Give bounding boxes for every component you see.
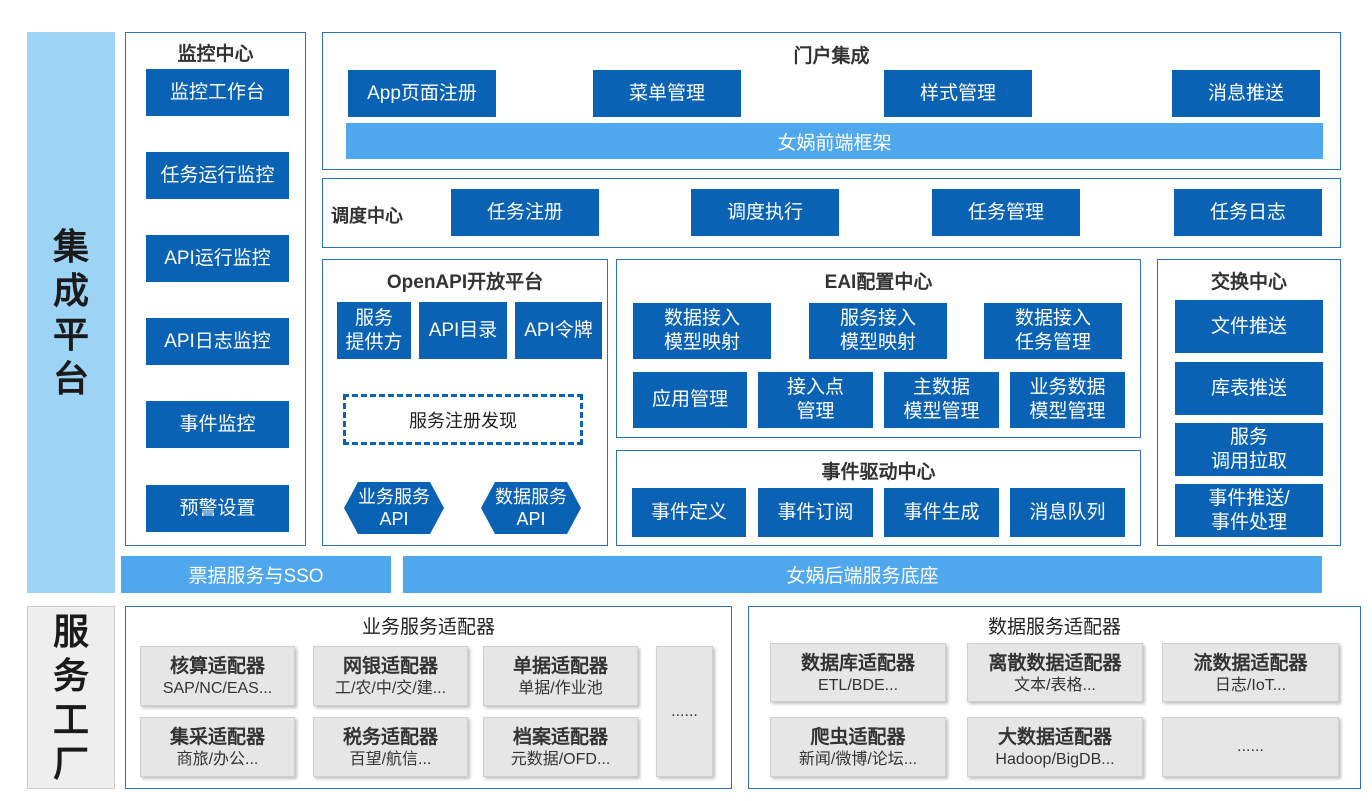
schedule-title: 调度中心 — [331, 206, 403, 226]
adapter-name: 网银适配器 — [342, 656, 438, 677]
monitor-item[interactable]: API运行监控 — [146, 235, 289, 282]
schedule-item[interactable]: 任务日志 — [1174, 189, 1322, 236]
adapter-name: 核算适配器 — [169, 656, 265, 677]
adapter-sub: 元数据/OFD... — [510, 751, 611, 768]
adapter-card[interactable]: 税务适配器 百望/航信... — [313, 717, 468, 777]
backend-base-bar: 女娲后端服务底座 — [403, 556, 1322, 593]
adapter-sub: 日志/IoT... — [1214, 677, 1287, 694]
monitor-center-title: 监控中心 — [177, 44, 254, 65]
business-service-api[interactable]: 业务服务 API — [344, 482, 444, 534]
adapter-sub: Hadoop/BigDB... — [995, 751, 1115, 768]
eai-item[interactable]: 数据接入 模型映射 — [633, 303, 771, 359]
adapter-name: 大数据适配器 — [997, 727, 1112, 748]
event-item[interactable]: 事件订阅 — [758, 488, 873, 537]
event-item[interactable]: 消息队列 — [1010, 488, 1125, 537]
monitor-item[interactable]: 预警设置 — [146, 485, 289, 532]
adapter-sub: 商旅/办公... — [176, 751, 259, 768]
eai-item[interactable]: 接入点 管理 — [758, 372, 873, 428]
portal-item[interactable]: App页面注册 — [348, 70, 496, 117]
exchange-title: 交换中心 — [1210, 272, 1287, 293]
business-adapters: 业务服务适配器 核算适配器 SAP/NC/EAS... 网银适配器 工/农/中/… — [125, 606, 732, 789]
adapter-sub: 新闻/微博/论坛... — [798, 751, 918, 768]
adapter-name: 爬虫适配器 — [810, 727, 906, 748]
adapter-name: 税务适配器 — [342, 727, 438, 748]
portal-item[interactable]: 样式管理 — [884, 70, 1032, 117]
exchange-item[interactable]: 服务 调用拉取 — [1175, 423, 1323, 476]
portal-item[interactable]: 消息推送 — [1172, 70, 1320, 117]
service-factory-text: 服务工厂 — [52, 610, 89, 784]
exchange-item[interactable]: 文件推送 — [1175, 300, 1323, 353]
eai-item[interactable]: 主数据 模型管理 — [884, 372, 999, 428]
portal-integration: 门户集成 App页面注册 菜单管理 样式管理 消息推送 女娲前端框架 — [322, 32, 1341, 170]
adapter-card[interactable]: 大数据适配器 Hadoop/BigDB... — [967, 717, 1143, 777]
integration-platform-label: 集成平台 — [27, 32, 115, 593]
monitor-item[interactable]: 事件监控 — [146, 401, 289, 448]
service-factory-label: 服务工厂 — [27, 606, 115, 789]
eai-item[interactable]: 服务接入 模型映射 — [809, 303, 947, 359]
exchange-item[interactable]: 库表推送 — [1175, 362, 1323, 415]
adapter-sub: SAP/NC/EAS... — [162, 680, 273, 697]
openapi-item[interactable]: API目录 — [419, 302, 507, 359]
schedule-item[interactable]: 任务管理 — [932, 189, 1080, 236]
adapter-name: 数据库适配器 — [800, 653, 915, 674]
service-registry-discovery[interactable]: 服务注册发现 — [343, 394, 583, 445]
portal-title: 门户集成 — [793, 46, 870, 67]
adapter-card[interactable]: 集采适配器 商旅/办公... — [140, 717, 295, 777]
adapter-card[interactable]: 核算适配器 SAP/NC/EAS... — [140, 646, 295, 706]
adapter-card[interactable]: 档案适配器 元数据/OFD... — [483, 717, 638, 777]
adapter-name: 单据适配器 — [512, 656, 608, 677]
openapi-platform: OpenAPI开放平台 服务 提供方 API目录 API令牌 服务注册发现 业务… — [322, 259, 608, 546]
adapter-sub: 百望/航信... — [349, 751, 432, 768]
schedule-item[interactable]: 调度执行 — [691, 189, 839, 236]
openapi-item[interactable]: 服务 提供方 — [337, 302, 411, 359]
data-adapters: 数据服务适配器 数据库适配器 ETL/BDE... 离散数据适配器 文本/表格.… — [748, 606, 1361, 789]
event-title: 事件驱动中心 — [821, 462, 936, 483]
exchange-item[interactable]: 事件推送/ 事件处理 — [1175, 484, 1323, 537]
adapter-sub: 单据/作业池 — [518, 680, 603, 697]
monitor-item[interactable]: 任务运行监控 — [146, 152, 289, 199]
adapter-card[interactable]: 爬虫适配器 新闻/微博/论坛... — [770, 717, 946, 777]
adapter-card[interactable]: 数据库适配器 ETL/BDE... — [770, 643, 946, 702]
event-driven-center: 事件驱动中心 事件定义 事件订阅 事件生成 消息队列 — [616, 450, 1141, 546]
adapter-name: 离散数据适配器 — [988, 653, 1122, 674]
eai-item[interactable]: 应用管理 — [633, 372, 747, 428]
adapter-name: 档案适配器 — [512, 727, 608, 748]
more-adapters-text: ...... — [1237, 738, 1264, 755]
adapter-sub: 文本/表格... — [1014, 677, 1096, 694]
eai-item[interactable]: 业务数据 模型管理 — [1010, 372, 1125, 428]
adapter-sub: ETL/BDE... — [817, 677, 899, 694]
event-item[interactable]: 事件生成 — [884, 488, 999, 537]
adapter-name: 集采适配器 — [169, 727, 265, 748]
data-adapters-title: 数据服务适配器 — [987, 617, 1121, 638]
more-adapters-card[interactable]: ...... — [1162, 717, 1339, 777]
data-service-api[interactable]: 数据服务 API — [481, 482, 581, 534]
schedule-item[interactable]: 任务注册 — [451, 189, 599, 236]
adapter-card[interactable]: 网银适配器 工/农/中/交/建... — [313, 646, 468, 706]
schedule-center: 调度中心 任务注册 调度执行 任务管理 任务日志 — [322, 178, 1341, 248]
adapter-card[interactable]: 单据适配器 单据/作业池 — [483, 646, 638, 706]
eai-title: EAI配置中心 — [824, 272, 933, 293]
sso-bar: 票据服务与SSO — [121, 556, 391, 593]
event-item[interactable]: 事件定义 — [632, 488, 746, 537]
more-adapters-card[interactable]: ...... — [656, 646, 713, 777]
monitor-center: 监控中心 监控工作台 任务运行监控 API运行监控 API日志监控 事件监控 预… — [125, 32, 306, 546]
eai-item[interactable]: 数据接入 任务管理 — [984, 303, 1122, 359]
adapter-sub: 工/农/中/交/建... — [334, 680, 447, 697]
adapter-card[interactable]: 离散数据适配器 文本/表格... — [967, 643, 1143, 702]
more-adapters-text: ...... — [671, 702, 698, 720]
eai-config-center: EAI配置中心 数据接入 模型映射 服务接入 模型映射 数据接入 任务管理 应用… — [616, 259, 1141, 438]
exchange-center: 交换中心 文件推送 库表推送 服务 调用拉取 事件推送/ 事件处理 — [1157, 259, 1341, 546]
frontend-framework-bar: 女娲前端框架 — [346, 123, 1323, 159]
monitor-item[interactable]: API日志监控 — [146, 318, 289, 365]
integration-platform-text: 集成平台 — [52, 225, 89, 399]
adapter-card[interactable]: 流数据适配器 日志/IoT... — [1162, 643, 1339, 702]
openapi-item[interactable]: API令牌 — [515, 302, 602, 359]
adapter-name: 流数据适配器 — [1193, 653, 1308, 674]
openapi-title: OpenAPI开放平台 — [386, 272, 544, 293]
monitor-item[interactable]: 监控工作台 — [146, 69, 289, 116]
business-adapters-title: 业务服务适配器 — [361, 617, 495, 638]
portal-item[interactable]: 菜单管理 — [593, 70, 741, 117]
